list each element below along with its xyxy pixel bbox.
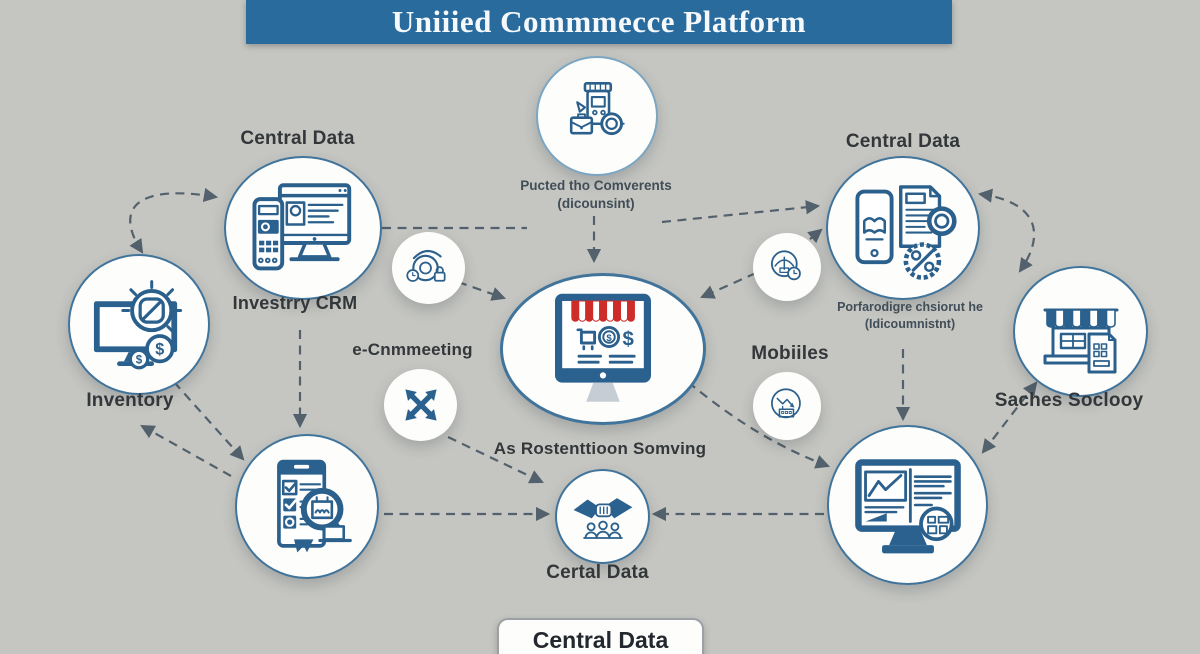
label-sales-social: Saches Soclooy bbox=[994, 390, 1144, 411]
analytics-monitor-icon bbox=[854, 459, 961, 554]
phone-document-percent-icon bbox=[855, 185, 957, 280]
label-certal-data: Certal Data bbox=[546, 562, 649, 583]
label-mobiles: Mobiiles bbox=[751, 343, 829, 364]
label-central-data-left: Central Data bbox=[240, 128, 355, 149]
svg-text:$: $ bbox=[155, 340, 164, 358]
node-checklist bbox=[235, 434, 379, 579]
node-dashboard-clock bbox=[753, 233, 821, 301]
dashboard-clock-icon bbox=[770, 250, 801, 281]
node-handshake bbox=[555, 469, 650, 564]
node-inventory: $ $ bbox=[68, 254, 210, 395]
storefront-document-icon bbox=[1043, 308, 1118, 373]
note-right: Porfarodigre chsiorut he (Idicoumnistnt) bbox=[795, 299, 1025, 332]
note-center: Pucted tho Comverents (dicounsint) bbox=[478, 177, 714, 213]
note-right-line2: (Idicoumnistnt) bbox=[864, 316, 956, 331]
handshake-people-icon bbox=[573, 497, 632, 539]
node-storefront-central: $ $ bbox=[500, 273, 706, 425]
label-central-data-right: Central Data bbox=[845, 131, 961, 152]
central-data-box: Central Data bbox=[497, 618, 704, 654]
supplier-package-icon bbox=[569, 82, 625, 136]
node-supplier bbox=[536, 56, 658, 176]
note-right-line1: Porfarodigre chsiorut he bbox=[837, 300, 983, 314]
note-center-line2: (dicounsint) bbox=[557, 195, 635, 211]
svg-text:$: $ bbox=[606, 333, 612, 344]
node-trend bbox=[753, 372, 821, 440]
node-pos-crm bbox=[224, 156, 382, 300]
label-ecommerce: e-Cnmmeeting bbox=[352, 340, 473, 359]
expand-arrows-icon bbox=[404, 389, 437, 421]
label-investry-crm: Investrry CRM bbox=[232, 293, 358, 313]
label-retention: As Rostenttioon Somving bbox=[493, 439, 707, 458]
svg-text:$: $ bbox=[136, 354, 143, 366]
monitor-coins-icon: $ $ bbox=[93, 279, 183, 369]
node-security bbox=[392, 232, 465, 304]
checklist-calendar-icon bbox=[277, 459, 352, 552]
node-analytics bbox=[827, 425, 988, 585]
storefront-monitor-icon: $ $ bbox=[555, 293, 651, 402]
trend-store-icon bbox=[771, 388, 801, 419]
note-center-line1: Pucted tho Comverents bbox=[520, 178, 672, 193]
page-title: Uniiied Commmecce Platform bbox=[391, 4, 807, 39]
node-store bbox=[1013, 266, 1148, 397]
title-banner: Uniiied Commmecce Platform bbox=[246, 0, 952, 44]
label-inventory: Inventory bbox=[86, 390, 174, 411]
pos-terminal-monitor-icon bbox=[252, 183, 352, 271]
node-phone-doc bbox=[826, 156, 980, 300]
node-expand bbox=[384, 369, 457, 441]
svg-text:$: $ bbox=[623, 328, 635, 350]
dial-lock-clock-icon bbox=[405, 249, 446, 282]
